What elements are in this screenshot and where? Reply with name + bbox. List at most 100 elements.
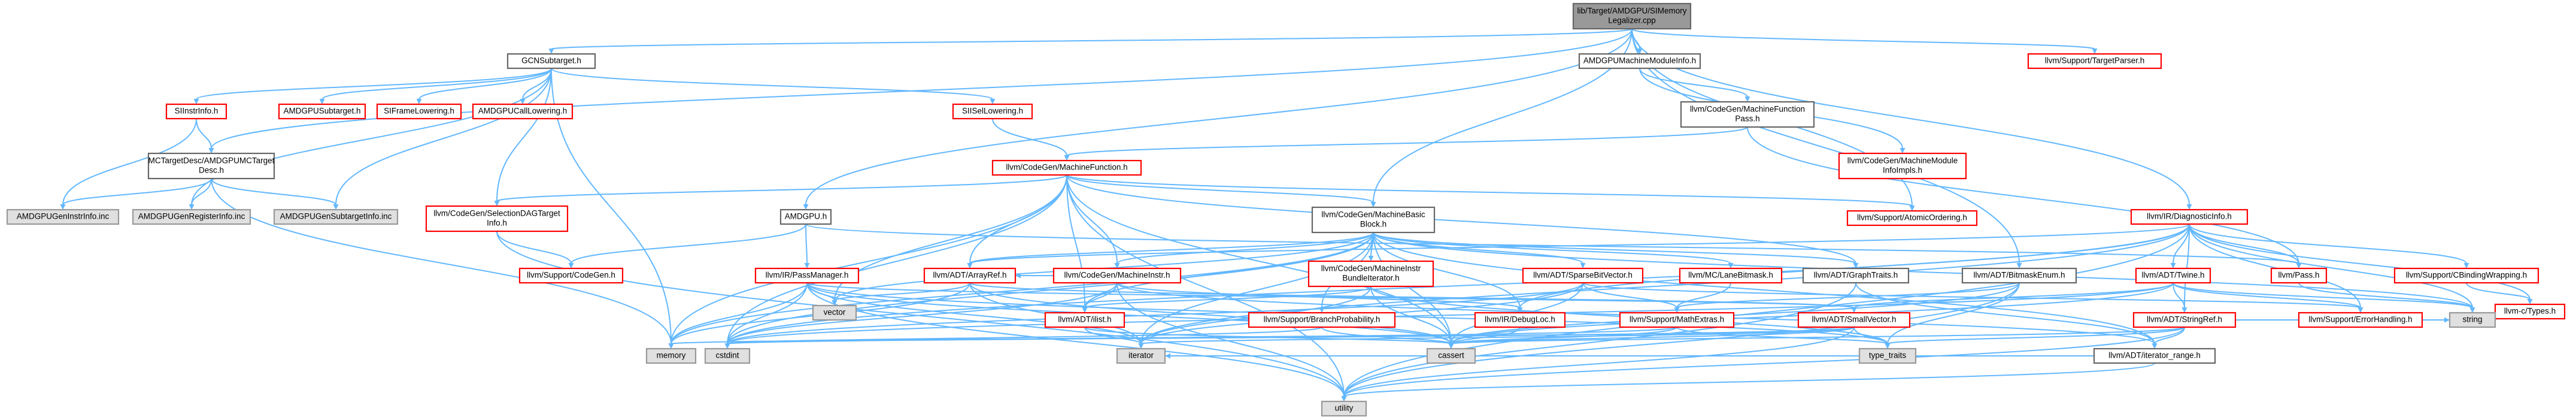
node-box xyxy=(779,209,832,225)
node-box xyxy=(1116,348,1166,364)
node-box xyxy=(1858,348,1917,364)
edge-arrowhead xyxy=(1114,263,1120,268)
edge-lanebm-to-mathextras xyxy=(1676,282,1731,309)
node-mibundle[interactable]: llvm/CodeGen/MachineInstrBundleIterator.… xyxy=(1307,260,1434,288)
node-box xyxy=(6,209,120,225)
edge-sparsebv-to-mathextras xyxy=(1582,282,1677,309)
node-amdmodinfo[interactable]: AMDGPUMachineModuleInfo.h xyxy=(1578,53,1701,70)
node-label: AMDGPUCallLowering.h xyxy=(478,107,568,116)
node-box xyxy=(1679,267,1783,284)
node-box xyxy=(754,267,860,284)
edge-minstr-to-ilist xyxy=(1084,282,1118,309)
node-iterator: iterator xyxy=(1116,348,1166,364)
node-sparsebv[interactable]: llvm/ADT/SparseBitVector.h xyxy=(1522,267,1644,284)
node-gcn[interactable]: GCNSubtarget.h xyxy=(506,53,596,70)
node-box xyxy=(376,103,462,120)
node-utility: utility xyxy=(1321,400,1367,417)
node-errhandling[interactable]: llvm/Support/ErrorHandling.h xyxy=(2298,312,2423,328)
node-box xyxy=(952,103,1033,120)
node-passmgr[interactable]: llvm/IR/PassManager.h xyxy=(754,267,860,284)
node-box xyxy=(1044,312,1125,328)
node-codegen[interactable]: llvm/Support/CodeGen.h xyxy=(518,267,624,284)
node-amdsub[interactable]: AMDGPUSubtarget.h xyxy=(278,103,366,120)
node-label: llvm/CodeGen/MachineBasic xyxy=(1321,210,1425,219)
node-bmenum[interactable]: llvm/ADT/BitmaskEnum.h xyxy=(1961,267,2077,284)
node-stringref[interactable]: llvm/ADT/StringRef.h xyxy=(2132,312,2237,328)
edge-arrowhead xyxy=(804,263,810,268)
node-ctypes[interactable]: llvm-c/Types.h xyxy=(2494,303,2566,320)
edge-diag-to-arrayref xyxy=(969,223,2190,264)
edge-mbb-to-iterrange xyxy=(1373,232,2155,345)
node-box xyxy=(1680,101,1815,128)
node-mcf[interactable]: llvm/CodeGen/MachineFunction.h xyxy=(991,159,1142,176)
edge-arrowhead xyxy=(1744,96,1750,102)
node-label: llvm/Pass.h xyxy=(2278,271,2319,280)
node-arrayref[interactable]: llvm/ADT/ArrayRef.h xyxy=(923,267,1017,284)
node-box xyxy=(2027,53,2162,70)
node-siframe[interactable]: SIFrameLowering.h xyxy=(376,103,462,120)
edge-minstr-to-utility xyxy=(1116,282,1345,397)
node-targetparser[interactable]: llvm/Support/TargetParser.h xyxy=(2027,53,2162,70)
node-box xyxy=(1321,400,1367,417)
node-lanebm[interactable]: llvm/MC/LaneBitmask.h xyxy=(1679,267,1783,284)
node-iterrange[interactable]: llvm/ADT/iterator_range.h xyxy=(2093,348,2216,364)
node-amdgpuh[interactable]: AMDGPU.h xyxy=(779,209,832,225)
node-label: AMDGPUMachineModuleInfo.h xyxy=(1583,56,1696,65)
node-label: llvm/IR/PassManager.h xyxy=(766,271,849,280)
node-label: vector xyxy=(824,308,846,317)
edge-iterrange-to-utility xyxy=(1343,362,2155,397)
node-atomic[interactable]: llvm/Support/AtomicOrdering.h xyxy=(1846,210,1978,226)
edge-mcfpass-to-mcf xyxy=(1066,126,1748,156)
node-cbinding[interactable]: llvm/Support/CBindingWrapping.h xyxy=(2393,267,2539,284)
edge-mcf-to-graphtraits xyxy=(1066,174,1856,264)
edge-amdmodinfo-to-mcfpass xyxy=(1639,68,1748,98)
node-siinstr[interactable]: SIInstrInfo.h xyxy=(165,103,227,120)
node-amdcall[interactable]: AMDGPUCallLowering.h xyxy=(472,103,574,120)
edge-bmenum-to-mathextras xyxy=(1676,282,2020,309)
edge-twine-to-string xyxy=(2173,282,2473,309)
node-branchprob[interactable]: llvm/Support/BranchProbability.h xyxy=(1248,312,1396,328)
edge-arrowhead xyxy=(494,201,500,206)
edge-passmgr-to-cassert xyxy=(806,282,1452,345)
edge-arrowhead xyxy=(1580,263,1586,268)
node-box xyxy=(1307,260,1434,288)
node-label: AMDGPUGenInstrInfo.inc xyxy=(17,212,110,221)
node-pass[interactable]: llvm/Pass.h xyxy=(2270,267,2328,284)
node-label: AMDGPUGenRegisterInfo.inc xyxy=(138,212,245,221)
node-twine[interactable]: llvm/ADT/Twine.h xyxy=(2135,267,2211,284)
node-label: llvm/Support/MathExtras.h xyxy=(1630,315,1724,324)
edge-arrowhead xyxy=(319,99,325,104)
node-ilist[interactable]: llvm/ADT/ilist.h xyxy=(1044,312,1125,328)
node-siisel[interactable]: SIISelLowering.h xyxy=(952,103,1033,120)
node-diag[interactable]: llvm/IR/DiagnosticInfo.h xyxy=(2130,209,2249,225)
node-graphtraits[interactable]: llvm/ADT/GraphTraits.h xyxy=(1802,267,1910,284)
node-label: InfoImpls.h xyxy=(1883,166,1922,175)
node-smallvec[interactable]: llvm/ADT/SmallVector.h xyxy=(1797,312,1911,328)
node-minstr[interactable]: llvm/CodeGen/MachineInstr.h xyxy=(1052,267,1182,284)
node-mathextras[interactable]: llvm/Support/MathExtras.h xyxy=(1619,312,1735,328)
edge-smallvec-to-memory xyxy=(670,327,1855,345)
edge-root-to-targetparser xyxy=(1631,28,2095,50)
edge-gcn-to-siframe xyxy=(418,68,552,100)
edge-mbb-to-minstr xyxy=(1116,232,1374,264)
edge-passmgr-to-memory xyxy=(670,282,808,345)
edge-root-to-bmenum xyxy=(1631,28,2020,264)
node-box xyxy=(273,209,399,225)
node-memory: memory xyxy=(645,348,697,364)
edge-arrowhead xyxy=(1341,396,1347,401)
edge-smallvec-to-utility xyxy=(1343,327,1855,397)
node-box xyxy=(2393,267,2539,284)
node-label: memory xyxy=(657,351,686,360)
edge-arrowhead xyxy=(2296,263,2302,268)
edge-arrowhead xyxy=(568,263,574,268)
edge-mathextras-to-cassert xyxy=(1451,327,1677,345)
node-box xyxy=(1797,312,1911,328)
edge-amdgpuh-to-codegen xyxy=(571,223,806,264)
node-debugloc[interactable]: llvm/IR/DebugLoc.h xyxy=(1474,312,1566,328)
